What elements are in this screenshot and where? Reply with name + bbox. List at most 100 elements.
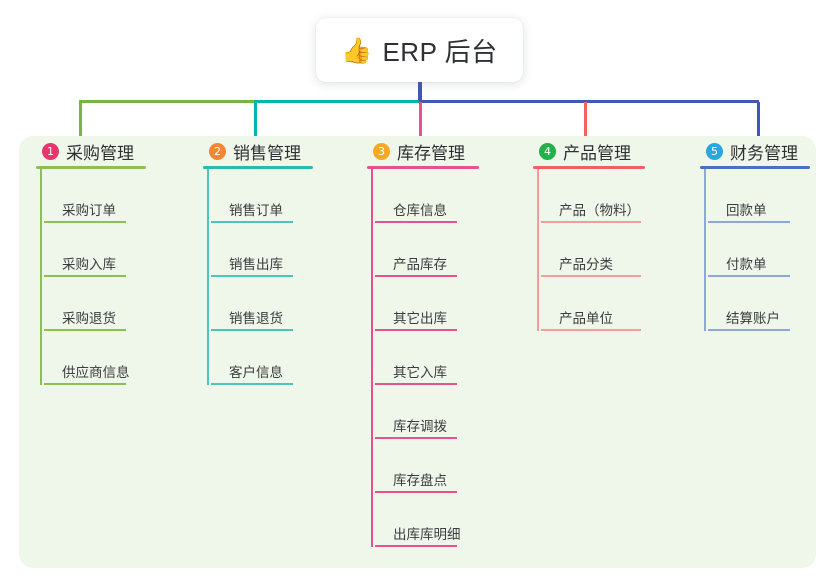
branch-header-product[interactable]: 4 产品管理 [533, 136, 698, 166]
branch-column-finance: 5 财务管理回款单付款单结算账户 [700, 136, 820, 331]
leaf-node[interactable]: 产品（物料） [537, 169, 698, 223]
branch-title: 销售管理 [233, 143, 301, 163]
branch-column-sales: 2 销售管理销售订单销售出库销售退货客户信息 [203, 136, 363, 385]
branch-header-purchase[interactable]: 1 采购管理 [36, 136, 196, 166]
leaf-node-label: 产品分类 [559, 257, 613, 272]
connector-segment-teal [254, 100, 419, 103]
branch-index-badge: 4 [539, 142, 556, 160]
leaf-node[interactable]: 产品分类 [537, 223, 698, 277]
leaf-node-underline [375, 491, 457, 493]
leaf-node-label: 回款单 [726, 203, 767, 218]
branch-underline-inventory [367, 166, 479, 169]
leaf-node-label: 仓库信息 [393, 203, 447, 218]
root-stem-line [418, 82, 422, 102]
leaf-node[interactable]: 采购入库 [40, 223, 196, 277]
branch-column-product: 4 产品管理产品（物料） 产品分类产品单位 [533, 136, 698, 331]
leaf-node-label: 销售退货 [229, 311, 283, 326]
branch-header-sales[interactable]: 2 销售管理 [203, 136, 363, 166]
leaf-node[interactable]: 客户信息 [207, 331, 363, 385]
leaf-node-underline [44, 221, 126, 223]
leaf-node-label: 采购入库 [62, 257, 116, 272]
branch-index-badge: 5 [706, 142, 723, 160]
leaf-node[interactable]: 销售出库 [207, 223, 363, 277]
leaf-node-label: 销售订单 [229, 203, 283, 218]
branch-items-finance: 回款单付款单结算账户 [700, 169, 820, 331]
leaf-node[interactable]: 回款单 [704, 169, 820, 223]
leaf-node[interactable]: 付款单 [704, 223, 820, 277]
leaf-node-underline [708, 275, 790, 277]
leaf-node-label: 其它入库 [393, 365, 447, 380]
branch-underline-finance [700, 166, 810, 169]
leaf-node-label: 产品（物料） [559, 203, 640, 218]
branch-items-inventory: 仓库信息产品库存其它出库其它入库库存调拨库存盘点出库库明细 [367, 169, 527, 547]
leaf-node[interactable]: 产品单位 [537, 277, 698, 331]
branch-underline-sales [203, 166, 313, 169]
leaf-node-underline [44, 329, 126, 331]
branches-panel: 1 采购管理采购订单采购入库采购退货供应商信息 2 销售管理销售订单销售出库销售退货客… [19, 136, 816, 568]
connector-drop-sales [254, 102, 257, 146]
leaf-node-underline [375, 221, 457, 223]
connector-drop-purchase [79, 102, 82, 146]
leaf-node-label: 客户信息 [229, 365, 283, 380]
leaf-node-label: 采购退货 [62, 311, 116, 326]
leaf-node[interactable]: 销售退货 [207, 277, 363, 331]
leaf-node[interactable]: 产品库存 [371, 223, 527, 277]
leaf-node-label: 产品单位 [559, 311, 613, 326]
thumbs-up-icon: 👍 [341, 35, 373, 65]
leaf-node-underline [375, 275, 457, 277]
branch-column-purchase: 1 采购管理采购订单采购入库采购退货供应商信息 [36, 136, 196, 385]
leaf-node-underline [375, 383, 457, 385]
branch-title: 产品管理 [563, 143, 631, 163]
leaf-node-label: 付款单 [726, 257, 767, 272]
branch-items-sales: 销售订单销售出库销售退货客户信息 [203, 169, 363, 385]
branch-title: 财务管理 [730, 143, 798, 163]
leaf-node[interactable]: 库存盘点 [371, 439, 527, 493]
leaf-node[interactable]: 结算账户 [704, 277, 820, 331]
leaf-node-underline [708, 221, 790, 223]
leaf-node[interactable]: 其它出库 [371, 277, 527, 331]
leaf-node-underline [541, 221, 641, 223]
leaf-node-underline [44, 275, 126, 277]
branch-index-badge: 2 [209, 142, 226, 160]
branch-header-finance[interactable]: 5 财务管理 [700, 136, 820, 166]
leaf-node[interactable]: 其它入库 [371, 331, 527, 385]
connector-segment-indigo [419, 100, 759, 103]
leaf-node[interactable]: 库存调拨 [371, 385, 527, 439]
connector-drop-inventory [419, 102, 422, 146]
branch-index-badge: 1 [42, 142, 59, 160]
branch-index-badge: 3 [373, 142, 390, 160]
connector-segment-green [79, 100, 254, 103]
branch-title: 采购管理 [66, 143, 134, 163]
branch-header-inventory[interactable]: 3 库存管理 [367, 136, 527, 166]
leaf-node[interactable]: 采购退货 [40, 277, 196, 331]
branch-items-product: 产品（物料） 产品分类产品单位 [533, 169, 698, 331]
leaf-node-label: 供应商信息 [62, 365, 130, 380]
leaf-node[interactable]: 仓库信息 [371, 169, 527, 223]
leaf-node-label: 其它出库 [393, 311, 447, 326]
leaf-node-underline [211, 221, 293, 223]
leaf-node-label: 库存盘点 [393, 473, 447, 488]
leaf-node-label: 库存调拨 [393, 419, 447, 434]
branch-column-inventory: 3 库存管理仓库信息产品库存其它出库其它入库库存调拨库存盘点出库库明细 [367, 136, 527, 547]
leaf-node-label: 结算账户 [726, 311, 780, 326]
leaf-node-underline [708, 329, 790, 331]
leaf-node[interactable]: 采购订单 [40, 169, 196, 223]
leaf-node-underline [541, 329, 641, 331]
connector-drop-finance [757, 102, 760, 146]
branch-title: 库存管理 [397, 143, 465, 163]
root-node-title: ERP 后台 [382, 36, 498, 67]
connector-drop-product [584, 102, 587, 146]
leaf-node-label: 采购订单 [62, 203, 116, 218]
branch-spine-sales [207, 169, 209, 385]
branch-spine-purchase [40, 169, 42, 385]
branch-spine-product [537, 169, 539, 331]
leaf-node-underline [44, 383, 126, 385]
leaf-node[interactable]: 出库库明细 [371, 493, 527, 547]
leaf-node[interactable]: 销售订单 [207, 169, 363, 223]
branch-items-purchase: 采购订单采购入库采购退货供应商信息 [36, 169, 196, 385]
leaf-node-underline [375, 437, 457, 439]
leaf-node[interactable]: 供应商信息 [40, 331, 196, 385]
branch-underline-purchase [36, 166, 146, 169]
root-node-card[interactable]: 👍 ERP 后台 [316, 18, 523, 82]
